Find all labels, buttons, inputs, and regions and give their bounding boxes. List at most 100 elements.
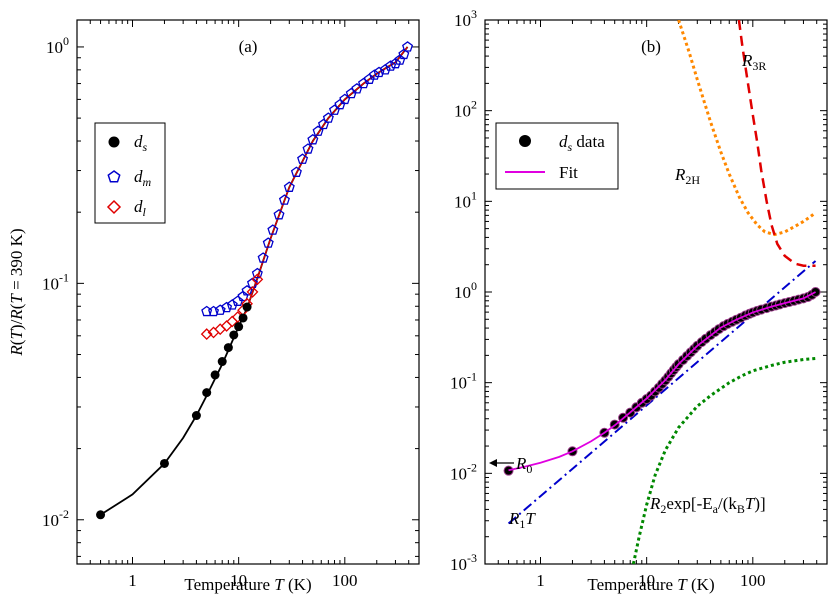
panel-a-frame: [76, 19, 420, 565]
y-tick-label: 103: [454, 7, 477, 30]
panel-a-ylabel: R(T)/R(T = 390 K): [7, 228, 26, 356]
y-tick-label: 10-2: [42, 507, 69, 530]
point-ds: [191, 411, 201, 421]
point-dm: [368, 69, 380, 80]
point-dl: [246, 285, 259, 298]
point-dm: [402, 41, 414, 52]
point-dm: [379, 64, 391, 75]
point-dm: [385, 60, 397, 71]
point-dl: [214, 323, 227, 336]
point-dm: [357, 77, 370, 89]
y-tick-label: 10-2: [450, 460, 477, 483]
fit-line: [508, 291, 816, 472]
point-dm: [290, 166, 302, 177]
panel-b-legend: ds data Fit: [495, 122, 619, 190]
x-tick-label: 1: [536, 571, 545, 590]
point-dl: [200, 328, 213, 341]
point-ds: [202, 388, 212, 398]
point-dm: [278, 194, 290, 205]
point-dm: [322, 112, 334, 123]
panel-b: 1 10 100 10-3 10-2 10-1 100 101 102 103 (b) Tempe…: [450, 7, 828, 594]
point-dm: [283, 181, 295, 192]
label-r1t: R1T: [508, 509, 536, 531]
panel-b-data-points: [503, 287, 821, 476]
point-ds: [159, 458, 169, 468]
legend-label-dl: dl: [134, 197, 147, 219]
point-ds: [210, 370, 220, 380]
y-tick-label: 100: [454, 279, 477, 302]
y-tick-label: 10-3: [450, 551, 477, 574]
panel-b-frame: [484, 19, 828, 565]
point-dm: [208, 305, 220, 317]
point-dm: [302, 143, 314, 154]
panel-b-xlabel: Temperature T (K): [587, 575, 714, 594]
panel-a-label: (a): [239, 37, 258, 56]
panel-b-ticks: 1 10 100 10-3 10-2 10-1 100 101 102 103: [450, 7, 828, 590]
panel-a-xlabel: Temperature T (K): [184, 575, 311, 594]
curve-r1t: [507, 260, 817, 525]
point-ds: [229, 330, 239, 340]
point-dm: [273, 208, 285, 220]
panel-a-legend-box: [94, 122, 166, 224]
legend-marker-dm: [107, 170, 121, 183]
x-tick-label: 10: [638, 571, 655, 590]
point-dm: [345, 87, 357, 99]
point-dm: [307, 133, 319, 145]
panel-a-data-points: [96, 41, 414, 520]
panel-a-legend: ds dm dl: [94, 122, 166, 224]
point-dm: [226, 299, 238, 310]
point-dm: [373, 66, 385, 78]
curve-r3r: [737, 20, 816, 267]
panel-b-model-curves: [507, 20, 817, 564]
x-tick-label: 1: [128, 571, 137, 590]
y-tick-label: 101: [454, 188, 477, 211]
panel-a-ticks: 1 10 100 10-2 10-1 100: [42, 20, 420, 590]
point-dm: [297, 153, 309, 164]
label-r2exp: R2exp[-Ea/(kBT)]: [649, 494, 766, 516]
label-r3r: R3R: [741, 51, 766, 73]
point-dl: [251, 273, 264, 286]
y-tick-label: 102: [454, 98, 477, 121]
x-tick-label: 100: [332, 571, 358, 590]
point-dm: [389, 57, 401, 69]
point-dm: [363, 73, 375, 84]
label-r0: R0: [515, 454, 532, 476]
point-dm: [232, 295, 244, 306]
legend-label-fit: Fit: [559, 163, 578, 182]
point-ds: [238, 313, 248, 323]
y-tick-label: 10-1: [450, 370, 477, 393]
point-dm: [221, 301, 233, 313]
point-dm: [334, 98, 346, 110]
point-ds-data: [503, 465, 514, 476]
fit-line-dl: [246, 46, 409, 309]
legend-label-ds: ds: [134, 132, 148, 154]
point-ds: [234, 322, 244, 332]
point-dm: [257, 252, 269, 263]
point-dm: [214, 304, 226, 315]
point-dm: [262, 237, 274, 248]
point-ds: [223, 343, 233, 353]
point-ds: [217, 357, 227, 367]
y-tick-label: 100: [46, 34, 69, 57]
label-r2h: R2H: [674, 165, 700, 187]
legend-label-dm: dm: [134, 167, 152, 189]
point-ds: [96, 510, 106, 520]
point-dl: [220, 320, 233, 332]
legend-label-ds-data: ds data: [559, 132, 605, 154]
legend-marker-ds-data: [519, 135, 531, 147]
x-tick-label: 10: [230, 571, 247, 590]
x-tick-label: 100: [740, 571, 766, 590]
y-tick-label: 10-1: [42, 270, 69, 293]
point-dm: [251, 267, 263, 279]
point-dm: [267, 224, 279, 235]
legend-marker-ds: [108, 136, 120, 148]
point-dm: [398, 48, 410, 60]
panel-b-legend-box: [495, 122, 619, 190]
point-ds: [242, 302, 252, 312]
r0-arrow: [489, 459, 514, 467]
legend-marker-dl: [106, 199, 122, 215]
curve-r2h: [677, 20, 817, 237]
panel-b-label: (b): [641, 37, 661, 56]
